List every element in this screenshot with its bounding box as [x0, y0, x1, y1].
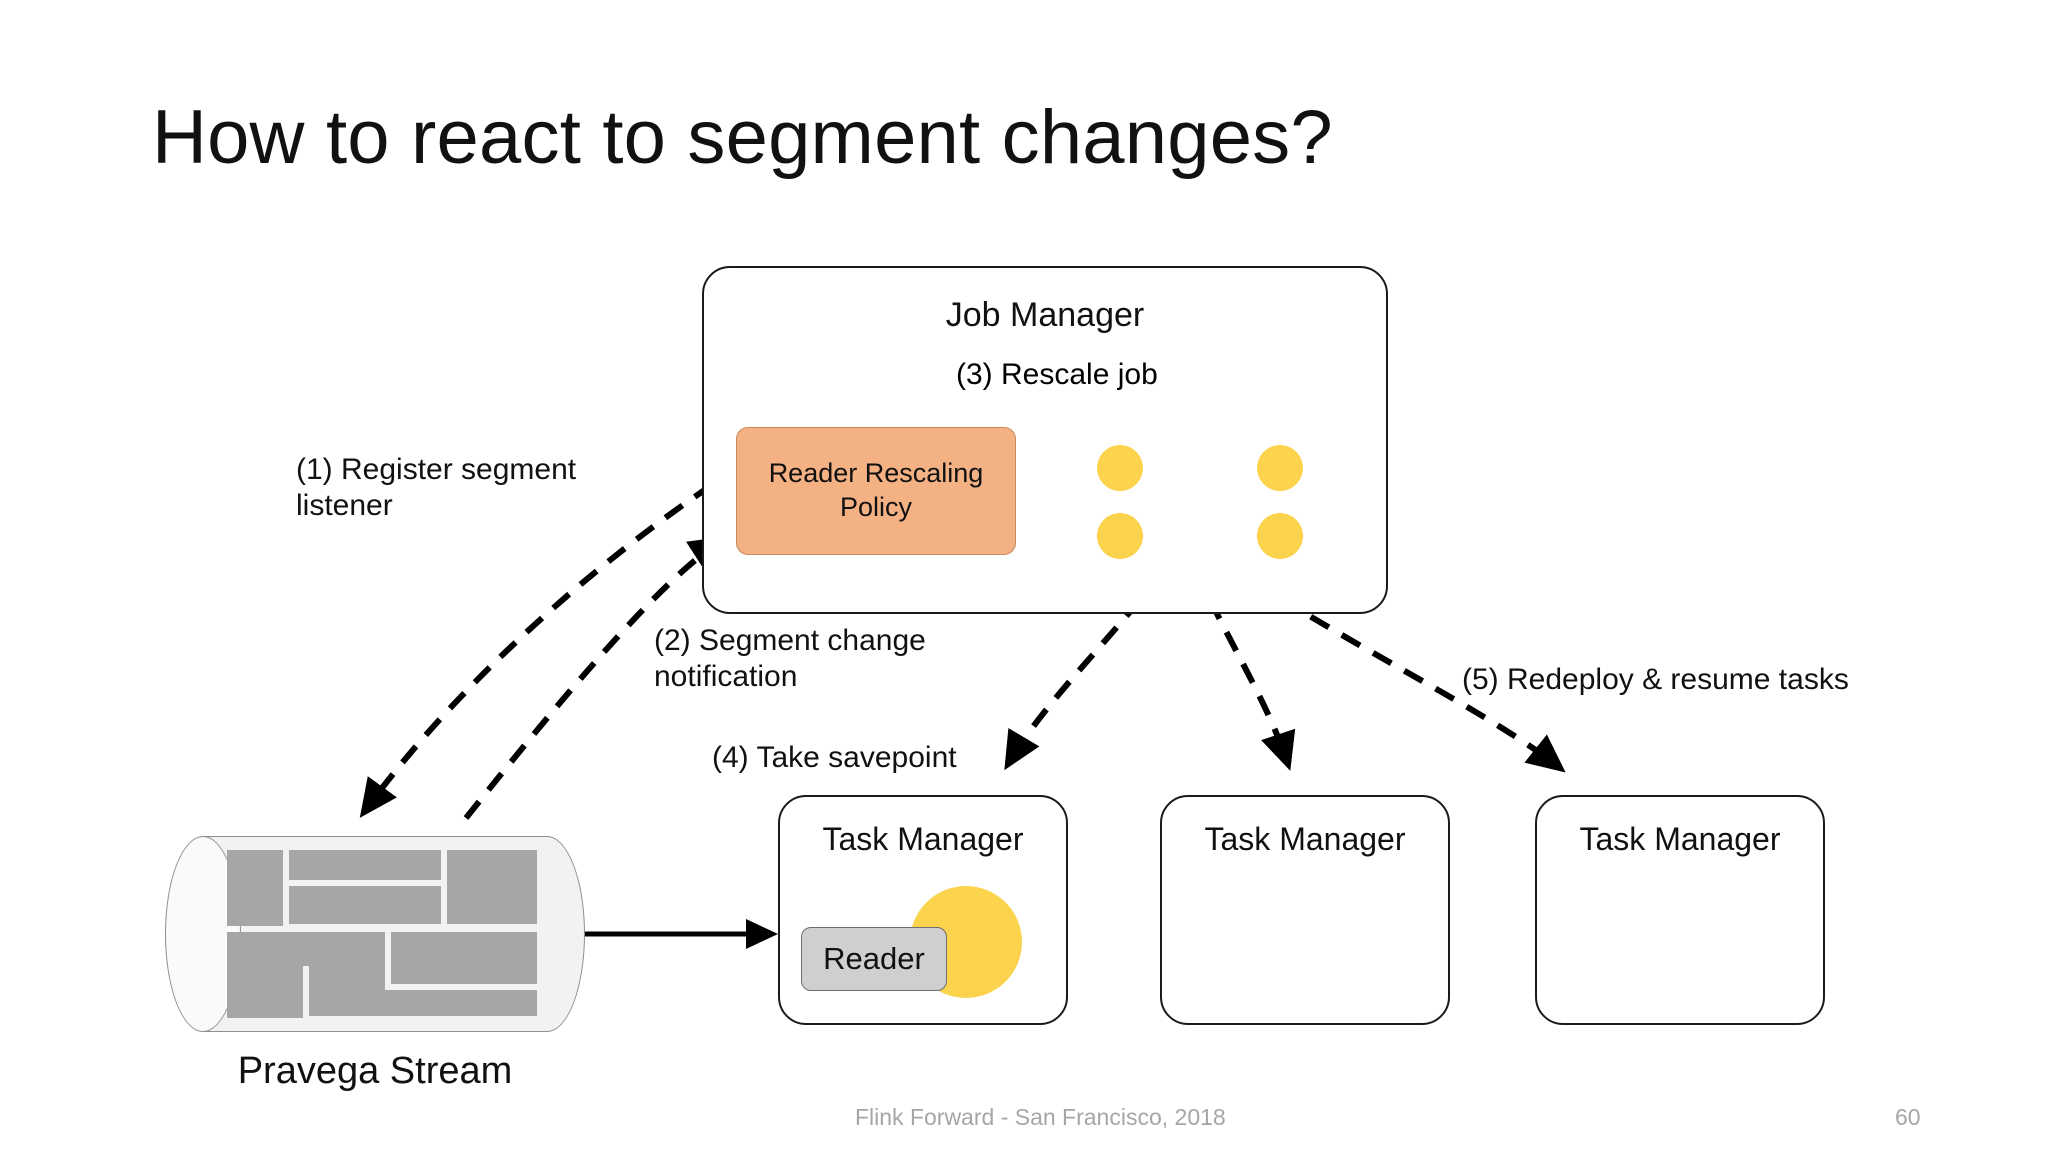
subtask-node-out-bottom — [1257, 513, 1303, 559]
job-manager-title: Job Manager — [945, 296, 1145, 334]
stream-segment — [227, 932, 303, 1018]
annotation-step-2: (2) Segment change notification — [654, 624, 926, 693]
arrow-take-savepoint — [1004, 598, 1143, 771]
arrow-deploy-task-manager-2 — [1207, 598, 1296, 771]
stream-segment — [391, 932, 537, 984]
task-manager-3-title: Task Manager — [1579, 821, 1781, 857]
rescale-job-label: (3) Rescale job — [956, 358, 1158, 391]
subtask-node-in-top — [1097, 445, 1143, 491]
annotation-step-4: (4) Take savepoint — [712, 741, 957, 774]
annotation-step-1: (1) Register segment listener — [296, 453, 577, 522]
annotation-step-5: (5) Redeploy & resume tasks — [1462, 663, 1849, 696]
task-manager-2-title: Task Manager — [1204, 821, 1406, 857]
subtask-node-in-bottom — [1097, 513, 1143, 559]
stream-segment — [309, 990, 537, 1016]
task-manager-2-box[interactable]: Task Manager — [1160, 795, 1450, 1025]
stream-segment — [309, 962, 385, 984]
footer-page-number: 60 — [1895, 1104, 1921, 1130]
subtask-graph — [1095, 435, 1310, 565]
pravega-stream-label: Pravega Stream — [237, 1050, 513, 1092]
pravega-stream-cylinder[interactable] — [165, 836, 585, 1032]
task-manager-3-box[interactable]: Task Manager — [1535, 795, 1825, 1025]
stream-segment — [289, 932, 385, 966]
reader-rescaling-policy-box[interactable]: Reader Rescaling Policy — [736, 427, 1016, 555]
task-manager-1-title: Task Manager — [822, 821, 1024, 857]
subtask-node-out-top — [1257, 445, 1303, 491]
stream-segment-grid — [227, 850, 537, 1018]
stream-segment — [289, 886, 441, 924]
reader-box[interactable]: Reader — [801, 927, 947, 991]
stream-segment — [447, 850, 537, 924]
footer-conference-text: Flink Forward - San Francisco, 2018 — [855, 1104, 1226, 1130]
page-title: How to react to segment changes? — [152, 95, 1333, 180]
stream-segment — [289, 850, 441, 880]
stream-segment — [227, 850, 283, 926]
